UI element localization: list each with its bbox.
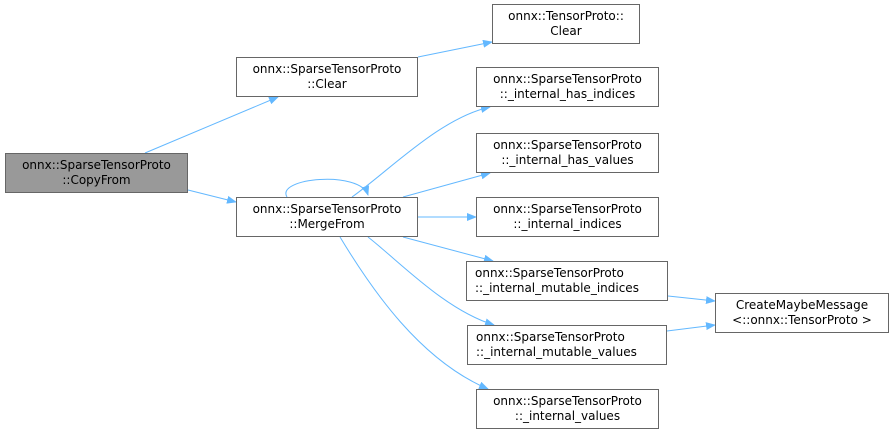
node-mergefrom[interactable]: onnx::SparseTensorProto ::MergeFrom <box>236 197 418 237</box>
node-clear[interactable]: onnx::SparseTensorProto ::Clear <box>236 57 418 97</box>
edge-mergefrom-has-indices <box>351 105 491 198</box>
node-copyfrom: onnx::SparseTensorProto ::CopyFrom <box>5 153 188 193</box>
edge-mergefrom-mutable-indices <box>402 236 494 263</box>
node-label-line1: onnx::SparseTensorProto <box>476 330 625 344</box>
edge-copyfrom-clear <box>144 96 279 154</box>
node-label-line1: CreateMaybeMessage <box>735 298 869 312</box>
node-label-line1: onnx::SparseTensorProto <box>493 202 642 216</box>
node-label-line1: onnx::SparseTensorProto <box>252 202 402 216</box>
node-label-line1: onnx::TensorProto:: <box>508 9 624 23</box>
node-label-line2: ::_internal_mutable_values <box>476 345 637 359</box>
node-label-line2: ::_internal_mutable_indices <box>475 281 639 295</box>
node-label-line2: ::CopyFrom <box>62 173 131 187</box>
node-label-line1: onnx::SparseTensorProto <box>252 62 402 76</box>
node-internal-has-values[interactable]: onnx::SparseTensorProto ::_internal_has_… <box>476 133 659 173</box>
node-internal-mutable-indices[interactable]: onnx::SparseTensorProto ::_internal_muta… <box>466 261 668 301</box>
node-tensorproto-clear[interactable]: onnx::TensorProto:: Clear <box>492 4 640 44</box>
node-create-maybe-message[interactable]: CreateMaybeMessage <::onnx::TensorProto … <box>715 293 889 333</box>
edge-mergefrom-internal-values <box>339 236 489 390</box>
edge-mergefrom-has-values <box>402 171 491 198</box>
edge-mergefrom-self <box>285 178 370 198</box>
node-internal-values[interactable]: onnx::SparseTensorProto ::_internal_valu… <box>476 389 659 429</box>
node-label-line2: ::MergeFrom <box>289 217 365 231</box>
edge-clear-tensorclear <box>417 39 493 58</box>
edge-copyfrom-mergefrom <box>187 189 237 204</box>
node-label-line1: onnx::SparseTensorProto <box>475 266 624 280</box>
node-label-line2: ::_internal_has_values <box>501 153 634 167</box>
node-internal-indices[interactable]: onnx::SparseTensorProto ::_internal_indi… <box>476 197 659 237</box>
edge-mutable-values-createmaybe <box>666 322 716 332</box>
edge-mutable-indices-createmaybe <box>667 295 716 305</box>
node-label-line1: onnx::SparseTensorProto <box>493 394 642 408</box>
node-label-line2: <::onnx::TensorProto > <box>732 313 872 327</box>
node-label-line1: onnx::SparseTensorProto <box>22 158 171 172</box>
node-label-line2: ::Clear <box>307 77 347 91</box>
node-label-line2: Clear <box>550 24 582 38</box>
edge-mergefrom-mutable-values <box>367 236 495 327</box>
node-label-line2: ::_internal_indices <box>513 217 622 231</box>
node-label-line1: onnx::SparseTensorProto <box>493 72 642 86</box>
node-label-line2: ::_internal_has_indices <box>499 87 636 101</box>
node-internal-has-indices[interactable]: onnx::SparseTensorProto ::_internal_has_… <box>476 67 659 107</box>
node-internal-mutable-values[interactable]: onnx::SparseTensorProto ::_internal_muta… <box>467 325 667 365</box>
node-label-line1: onnx::SparseTensorProto <box>493 138 642 152</box>
node-label-line2: ::_internal_values <box>514 409 621 423</box>
